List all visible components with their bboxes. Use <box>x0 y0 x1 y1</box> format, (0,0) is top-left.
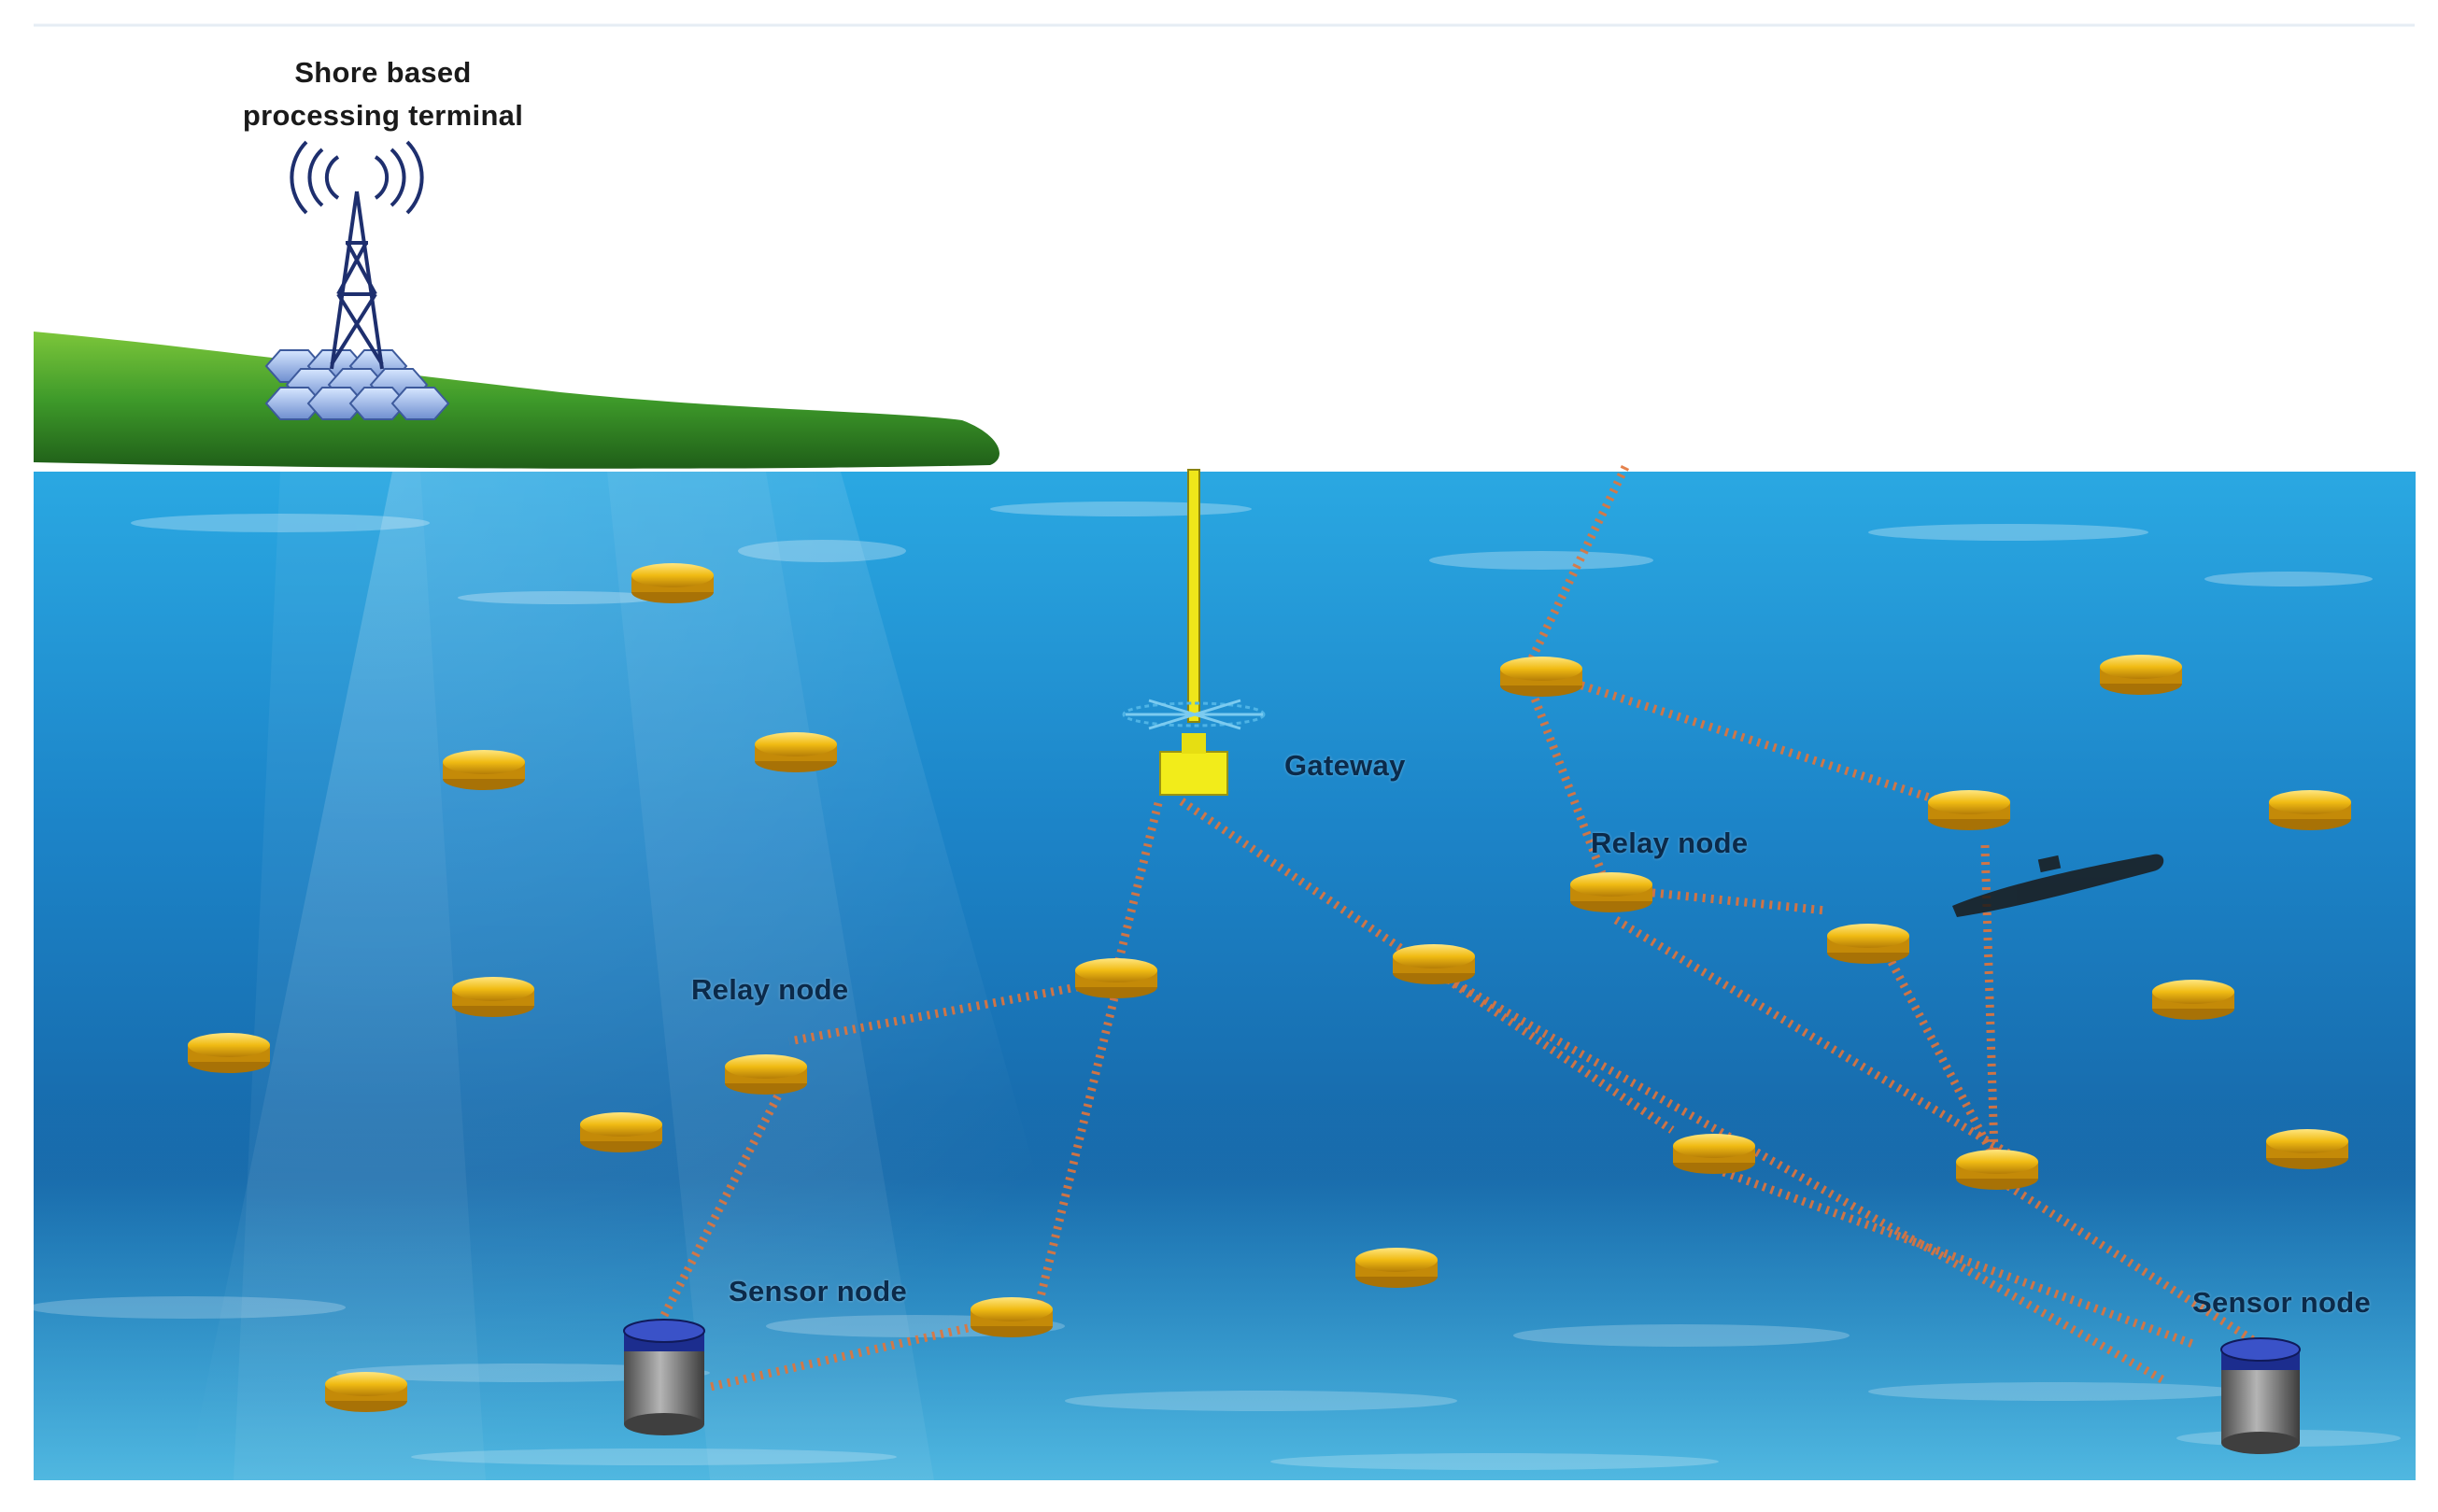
gateway-buoy-icon <box>1122 469 1266 796</box>
relay-node-icon <box>188 1033 270 1073</box>
relay-node-icon <box>325 1372 407 1412</box>
relay-node-icon <box>1570 872 1652 912</box>
shore-land <box>34 332 999 469</box>
shore-label-line1: Shore based <box>294 56 472 89</box>
relay-nodes <box>188 563 2351 1412</box>
relay-node-icon <box>725 1054 807 1095</box>
relay-node-label-left: Relay node <box>691 973 849 1006</box>
sea <box>28 472 2416 1480</box>
relay-node-icon <box>443 750 525 790</box>
relay-node-icon <box>1355 1248 1438 1288</box>
relay-node-icon <box>1673 1134 1755 1174</box>
relay-node-icon <box>755 732 837 772</box>
sensor-node-label-right: Sensor node <box>2192 1286 2372 1319</box>
relay-node-icon <box>1928 790 2010 830</box>
relay-node-icon <box>1393 944 1475 984</box>
relay-node-icon <box>452 977 534 1017</box>
relay-node-icon <box>580 1112 662 1152</box>
relay-node-icon <box>1075 958 1157 998</box>
sensor-node-icon <box>623 1319 705 1435</box>
solar-panel-icon <box>264 349 450 420</box>
shore-label-line2: processing terminal <box>242 99 524 132</box>
relay-node-icon <box>2269 790 2351 830</box>
submarine-icon <box>1952 854 2164 917</box>
relay-node-icon <box>2152 980 2234 1020</box>
relay-node-icon <box>1500 657 1582 697</box>
relay-node-icon <box>1827 924 1909 964</box>
radio-tower-icon <box>290 140 424 370</box>
gateway-label: Gateway <box>1284 749 1406 782</box>
relay-node-icon <box>2266 1129 2348 1169</box>
relay-node-icon <box>1956 1150 2038 1190</box>
shore-terminal-label: Shore based processing terminal <box>187 51 579 137</box>
relay-node-icon <box>2100 655 2182 695</box>
sensor-node-icon <box>2220 1337 2301 1454</box>
relay-node-icon <box>971 1297 1053 1337</box>
sensor-node-label-left: Sensor node <box>729 1275 908 1307</box>
relay-node-label-right: Relay node <box>1591 827 1749 859</box>
relay-node-icon <box>631 563 714 603</box>
